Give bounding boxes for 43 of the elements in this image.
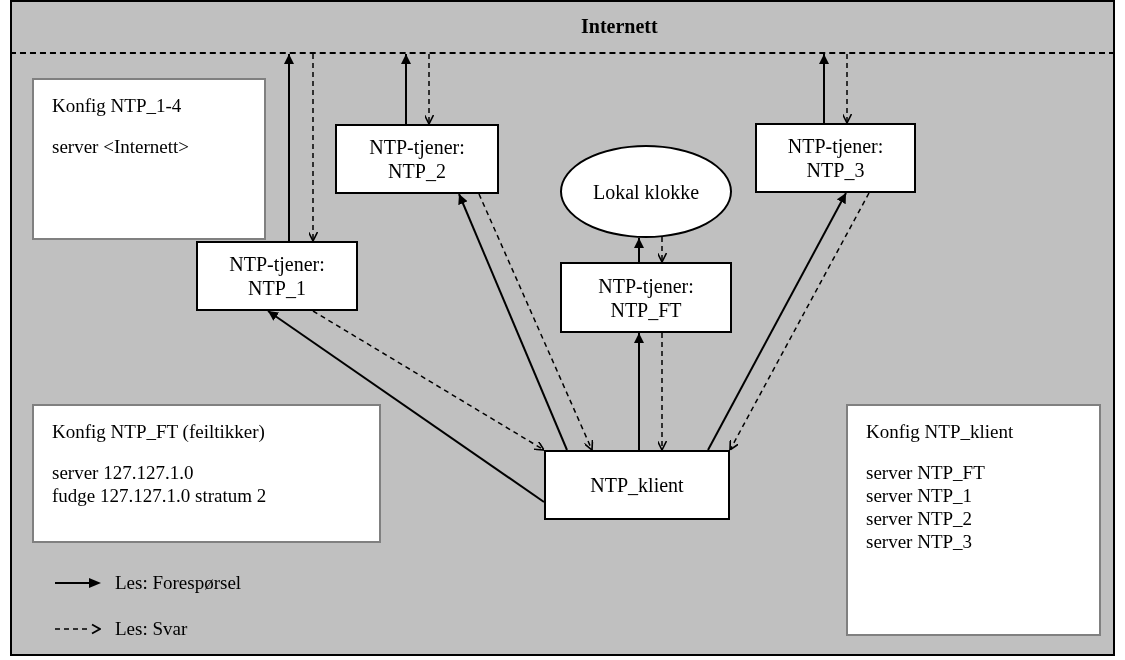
arrow [312,310,545,451]
config-note [32,78,266,240]
arrow [656,332,668,451]
config-line: server 127.127.1.0 [52,461,194,484]
arrow [656,236,668,263]
server-box [335,124,499,194]
node-label: NTP-tjener: NTP_2 [368,135,466,183]
config-line: server <Internett> [52,135,189,158]
arrow [478,193,594,451]
arrow [284,53,294,242]
config-title: Konfig NTP_FT (feiltikker) [52,420,265,443]
node-label: NTP_klient [590,473,684,497]
node-label: NTP-tjener: NTP_1 [228,252,326,300]
arrow [819,53,829,124]
arrow [401,53,411,125]
legend-label: Les: Forespørsel [115,570,242,595]
config-title: Konfig NTP_1-4 [52,94,182,117]
region-label: Internett [581,16,658,36]
server-box [196,241,358,311]
arrow [458,193,568,451]
arrow [307,53,319,242]
arrow [634,237,644,263]
node-label: NTP-tjener: NTP_FT [597,273,695,322]
config-note [32,404,381,543]
config-line: server NTP_3 [866,530,973,553]
arrow [267,310,545,503]
legend-label: Les: Svar [115,616,188,641]
arrow [707,192,847,451]
client-box [544,450,730,520]
arrow [634,332,644,451]
arrow [841,53,853,124]
config-line: server NTP_FT [866,461,985,484]
arrow [729,192,870,451]
node-label: Lokal klokke [592,179,700,204]
server-box [755,123,916,193]
config-line: server NTP_1 [866,484,973,507]
config-line: fudge 127.127.1.0 stratum 2 [52,484,267,507]
config-title: Konfig NTP_klient [866,420,1014,443]
config-note [846,404,1101,636]
config-line: server NTP_2 [866,507,973,530]
arrow [423,53,435,125]
server-box [560,262,732,333]
node-label: NTP-tjener: NTP_3 [786,134,885,182]
